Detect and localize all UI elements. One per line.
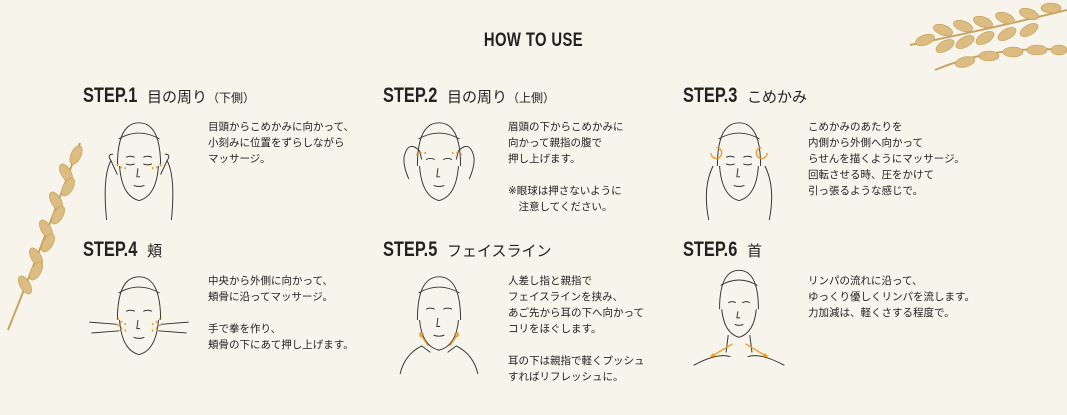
step-title: フェイスライン bbox=[447, 241, 552, 260]
step-title: 頬 bbox=[147, 241, 163, 260]
step-card-6: STEP.6 首 リンパの流れに沿って、 ゆっくり優しくリンパを流します。 力加減… bbox=[683, 238, 983, 408]
step-card-1: STEP.1 目の周り（下側） 目頭からこめかみに向かって、 小刻みに位置をずらし… bbox=[83, 84, 383, 254]
step-number: STEP.1 bbox=[83, 84, 138, 107]
face-illustration bbox=[399, 276, 479, 374]
step-title: 首 bbox=[747, 241, 763, 260]
step-description: 眉頭の下からこめかみに 向かって親指の腹で 押し上げます。 ※眼球は押さないよう… bbox=[508, 121, 624, 213]
step-description: こめかみのあたりを 内側から外側へ向かって らせんを描くようにマッサージ。 回転… bbox=[808, 121, 965, 197]
wheat-right-decoration bbox=[909, 2, 1067, 71]
step-number: STEP.4 bbox=[83, 238, 138, 261]
face-illustration bbox=[89, 276, 189, 356]
wheat-left-decoration bbox=[7, 142, 83, 331]
face-illustration bbox=[403, 122, 475, 202]
step-title: こめかみ bbox=[747, 87, 808, 106]
step-card-4: STEP.4 頬 中央から外側に向かって、 頬骨に沿ってマッサージ。 手で拳を作り… bbox=[83, 238, 383, 408]
step-number: STEP.3 bbox=[683, 84, 738, 107]
step-description: 中央から外側に向かって、 頬骨に沿ってマッサージ。 手で拳を作り、 頬骨の下にあ… bbox=[208, 275, 354, 351]
step-number: STEP.2 bbox=[383, 84, 438, 107]
step-card-3: STEP.3 こめかみ こめかみのあたりを 内側から外側へ向かって らせんを描くよ… bbox=[683, 84, 983, 254]
step-description: 目頭からこめかみに向かって、 小刻みに位置をずらしながら マッサージ。 bbox=[208, 121, 354, 165]
step-number: STEP.5 bbox=[383, 238, 438, 261]
face-illustration bbox=[705, 122, 773, 220]
step-card-2: STEP.2 目の周り（上側） 眉頭の下からこめかみに 向かって親指の腹で 押し上… bbox=[383, 84, 683, 254]
step-title: 目の周り（上側） bbox=[447, 87, 556, 106]
step-title: 目の周り（下側） bbox=[147, 87, 256, 106]
step-description: 人差し指と親指で フェイスラインを挟み、 あご先から耳の下へ向かって コリをほぐ… bbox=[508, 275, 645, 383]
page-title: HOW TO USE bbox=[483, 30, 584, 51]
step-card-5: STEP.5 フェイスライン 人差し指と親指で フェイスラインを挟み、 あご先から… bbox=[383, 238, 683, 408]
step-number: STEP.6 bbox=[683, 238, 738, 261]
face-illustration bbox=[104, 122, 174, 220]
face-illustration bbox=[693, 269, 785, 366]
step-description: リンパの流れに沿って、 ゆっくり優しくリンパを流します。 力加減は、軽くさする程… bbox=[808, 275, 975, 319]
